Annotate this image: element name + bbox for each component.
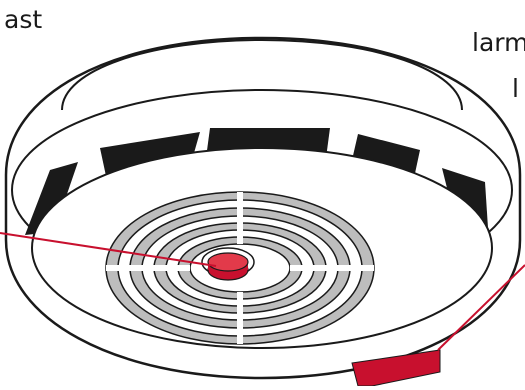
label-fragment-top-left: ast [4, 7, 42, 32]
label-fragment-top-right: larm [472, 30, 525, 55]
label-fragment-right: l [512, 76, 519, 101]
